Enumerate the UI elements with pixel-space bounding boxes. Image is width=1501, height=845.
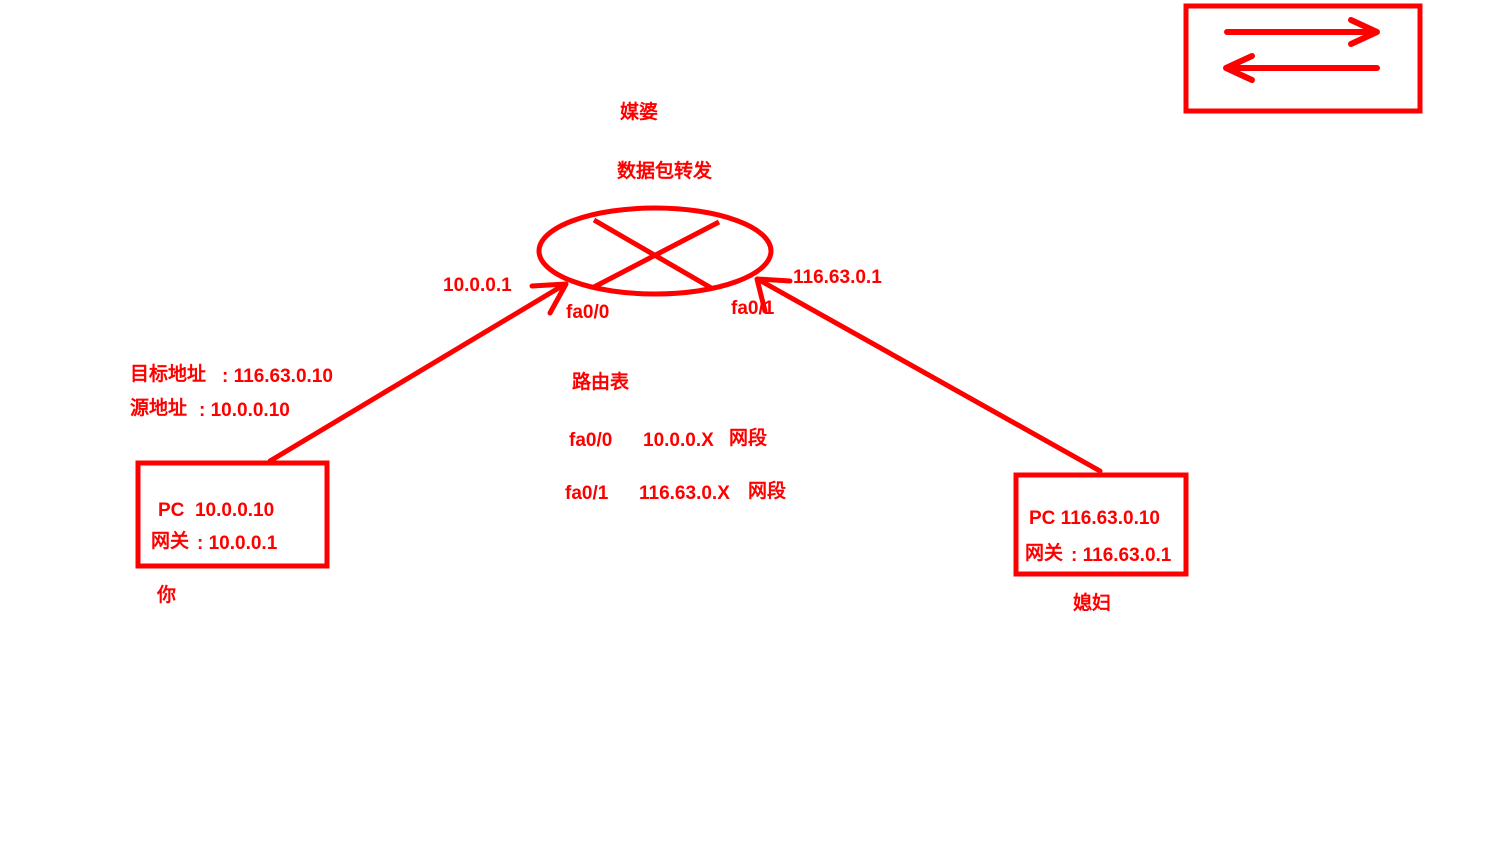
router-function: 数据包转发: [617, 160, 713, 182]
router-right-port: fa0/1: [731, 298, 775, 319]
left-pc-owner: 你: [157, 584, 177, 606]
source-label: 源地址: [130, 397, 188, 419]
router-left-port: fa0/0: [566, 302, 610, 323]
left-link-arrow: [267, 281, 569, 464]
left-pc-box: [135, 460, 330, 569]
right-arrow-head: [1348, 17, 1380, 47]
route-suffix: 网段: [748, 480, 787, 502]
router-left-ip: 10.0.0.1: [443, 275, 512, 296]
route-port: fa0/1: [565, 483, 609, 504]
left-arrow-head: [1223, 53, 1255, 83]
gateway-value: : 10.0.0.1: [197, 533, 278, 554]
route-port: fa0/0: [569, 430, 613, 451]
routing-table-title: 路由表: [572, 371, 630, 393]
route-network: 10.0.0.X: [643, 430, 714, 451]
legend-box: [1183, 3, 1423, 114]
bidirectional-arrows-icon: [1183, 3, 1423, 114]
right-link-line: [758, 278, 1103, 474]
gateway-label: 网关: [151, 530, 190, 552]
gateway-label: 网关: [1025, 542, 1064, 564]
right-link-arrow: [754, 276, 1103, 474]
right-pc-address: PC 116.63.0.10: [1029, 508, 1160, 529]
router-right-ip: 116.63.0.1: [793, 267, 882, 288]
right-link-head: [754, 276, 793, 314]
route-suffix: 网段: [729, 427, 768, 449]
gateway-value: : 116.63.0.1: [1071, 545, 1172, 566]
left-pc-address: PC 10.0.0.10: [158, 500, 275, 521]
router-body: [536, 205, 774, 297]
right-pc-owner: 媳妇: [1073, 592, 1112, 614]
router-icon: [536, 205, 774, 297]
router-cross-b: [592, 219, 721, 290]
source-value: : 10.0.0.10: [199, 400, 290, 421]
right-pc-box: [1013, 472, 1189, 577]
route-network: 116.63.0.X: [639, 483, 730, 504]
left-link-line: [267, 283, 565, 464]
destination-value: : 116.63.0.10: [222, 366, 333, 387]
left-link-head: [529, 281, 569, 316]
destination-label: 目标地址: [130, 363, 207, 385]
router-title: 媒婆: [620, 101, 659, 123]
